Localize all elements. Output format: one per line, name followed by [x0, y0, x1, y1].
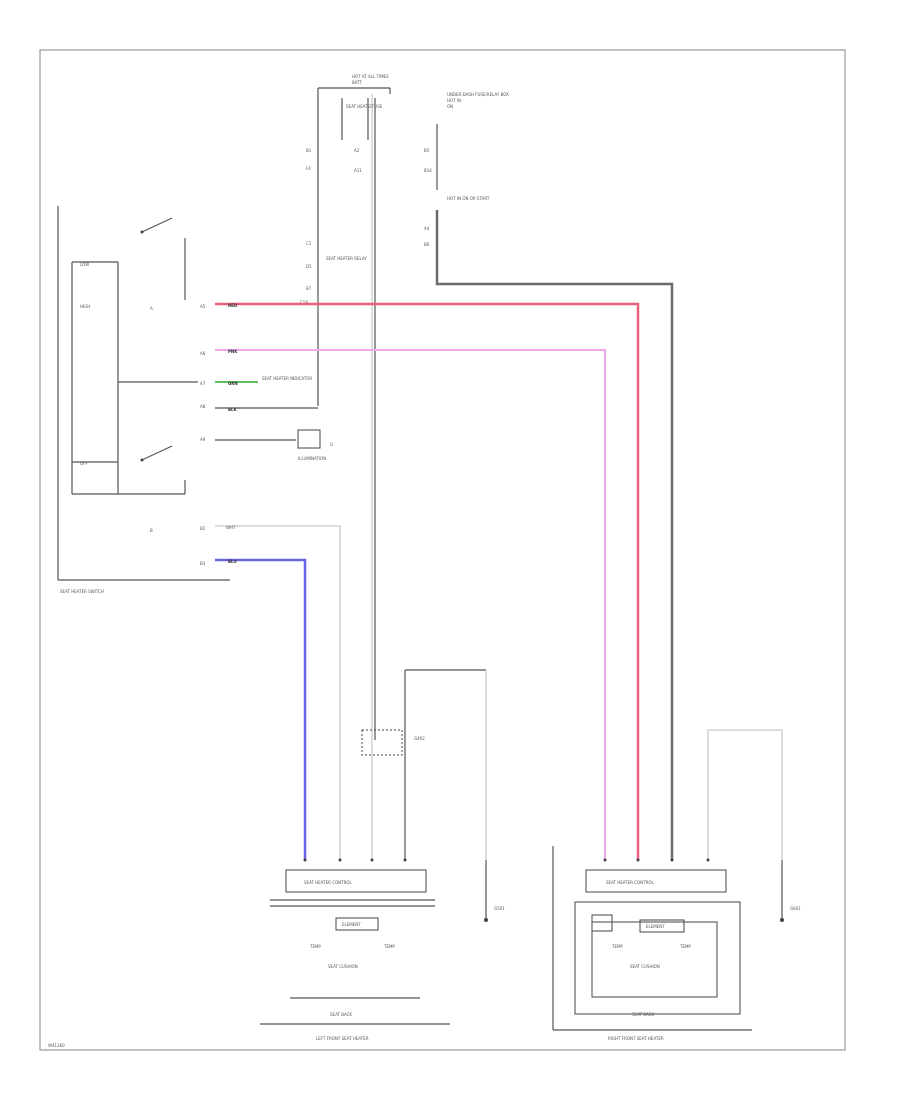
svg-text:A4: A4 [424, 226, 430, 231]
svg-text:BLU: BLU [228, 559, 237, 564]
svg-text:A2: A2 [354, 148, 360, 153]
svg-text:SEAT HEATER: SEAT HEATER [346, 104, 373, 109]
wire-red [215, 302, 640, 860]
svg-text:WHT: WHT [226, 525, 236, 530]
illumination-lamp: ILLUMINATION G [215, 429, 333, 461]
svg-text:B: B [150, 528, 153, 533]
svg-text:HOT IN ON OR START: HOT IN ON OR START [447, 196, 490, 201]
svg-text:TEMP: TEMP [611, 944, 623, 949]
svg-text:ELEMENT: ELEMENT [342, 922, 361, 927]
svg-text:ELEMENT: ELEMENT [646, 924, 665, 929]
svg-text:C18: C18 [300, 300, 308, 305]
svg-text:SEAT BACK: SEAT BACK [330, 1012, 352, 1017]
wire-blue [215, 558, 307, 860]
svg-text:HIGH: HIGH [80, 304, 90, 309]
svg-text:SEAT HEATER CONTROL: SEAT HEATER CONTROL [304, 880, 352, 885]
svg-text:B6: B6 [424, 242, 430, 247]
svg-text:RED: RED [228, 303, 238, 308]
svg-text:ILLUMINATION: ILLUMINATION [298, 456, 326, 461]
svg-text:LOW: LOW [80, 262, 89, 267]
svg-text:RIGHT FRONT SEAT HEATER: RIGHT FRONT SEAT HEATER [608, 1036, 664, 1041]
svg-text:SEAT CUSHION: SEAT CUSHION [630, 964, 660, 969]
wire-right-branch [707, 729, 783, 860]
svg-text:PNK: PNK [228, 349, 238, 354]
left-seat-heater-module: SEAT HEATER CONTROL ELEMENT TEMP TEMP SE… [260, 869, 450, 1041]
connector-dots [303, 858, 710, 862]
svg-text:A5: A5 [200, 304, 206, 309]
svg-text:A7: A7 [200, 381, 206, 386]
seat-heater-switch: SEAT HEATER SWITCH LOW HIGH OFF A B A5 A… [57, 206, 230, 594]
svg-text:UNDER-DASH FUSE/RELAY BOX: UNDER-DASH FUSE/RELAY BOX [447, 92, 509, 97]
svg-text:G: G [330, 442, 333, 447]
svg-text:B2: B2 [200, 526, 206, 531]
page-ref: W41360 [48, 1043, 65, 1048]
top-fuse-box: HOT AT ALL TIMES BATT SEAT HEATER FUSE B… [300, 74, 391, 406]
svg-text:HOT AT ALL TIMES: HOT AT ALL TIMES [352, 74, 389, 79]
svg-text:G601: G601 [790, 906, 801, 911]
svg-text:A8: A8 [200, 404, 206, 409]
svg-text:D5: D5 [306, 264, 312, 269]
svg-text:SEAT CUSHION: SEAT CUSHION [328, 964, 358, 969]
svg-text:A9: A9 [200, 437, 206, 442]
mid-ground-block: G402 [361, 669, 487, 860]
svg-text:GRN: GRN [228, 381, 238, 386]
wire-white-b2 [215, 525, 341, 860]
svg-text:B1: B1 [306, 148, 312, 153]
wire-pink [215, 349, 606, 860]
svg-text:OFF: OFF [80, 461, 88, 466]
top-right-box: UNDER-DASH FUSE/RELAY BOX HOT IN ON B5 B… [424, 92, 509, 247]
svg-text:A: A [150, 306, 153, 311]
svg-text:B3: B3 [200, 561, 206, 566]
svg-text:G501: G501 [494, 906, 505, 911]
svg-text:B14: B14 [424, 168, 432, 173]
svg-text:BLK: BLK [228, 407, 238, 412]
left-ground: G501 [484, 860, 505, 922]
svg-text:A11: A11 [354, 168, 362, 173]
diagram-frame [39, 49, 846, 1051]
svg-text:A6: A6 [200, 351, 206, 356]
svg-text:G402: G402 [414, 736, 425, 741]
svg-text:B7: B7 [306, 286, 312, 291]
right-seat-heater-module: SEAT HEATER CONTROL ELEMENT TEMP TEMP SE… [552, 846, 752, 1041]
svg-text:B5: B5 [424, 148, 430, 153]
svg-text:SEAT HEATER CONTROL: SEAT HEATER CONTROL [606, 880, 654, 885]
svg-text:BATT: BATT [352, 80, 363, 85]
svg-text:SEAT HEATER RELAY: SEAT HEATER RELAY [326, 256, 367, 261]
svg-text:C1: C1 [306, 241, 312, 246]
svg-text:SEAT BACK: SEAT BACK [632, 1012, 654, 1017]
right-ground: G601 [780, 860, 801, 922]
svg-text:FUSE: FUSE [372, 104, 383, 109]
svg-text:SEAT HEATER INDICATOR: SEAT HEATER INDICATOR [262, 376, 312, 381]
svg-text:TEMP: TEMP [309, 944, 321, 949]
wire-grey [435, 210, 674, 860]
svg-text:TEMP: TEMP [383, 944, 395, 949]
svg-text:LEFT FRONT SEAT HEATER: LEFT FRONT SEAT HEATER [316, 1036, 369, 1041]
svg-text:SEAT HEATER SWITCH: SEAT HEATER SWITCH [60, 589, 104, 594]
svg-text:ON: ON [447, 104, 453, 109]
svg-text:TEMP: TEMP [679, 944, 691, 949]
svg-text:HOT IN: HOT IN [447, 98, 461, 103]
svg-text:F4: F4 [306, 166, 311, 171]
